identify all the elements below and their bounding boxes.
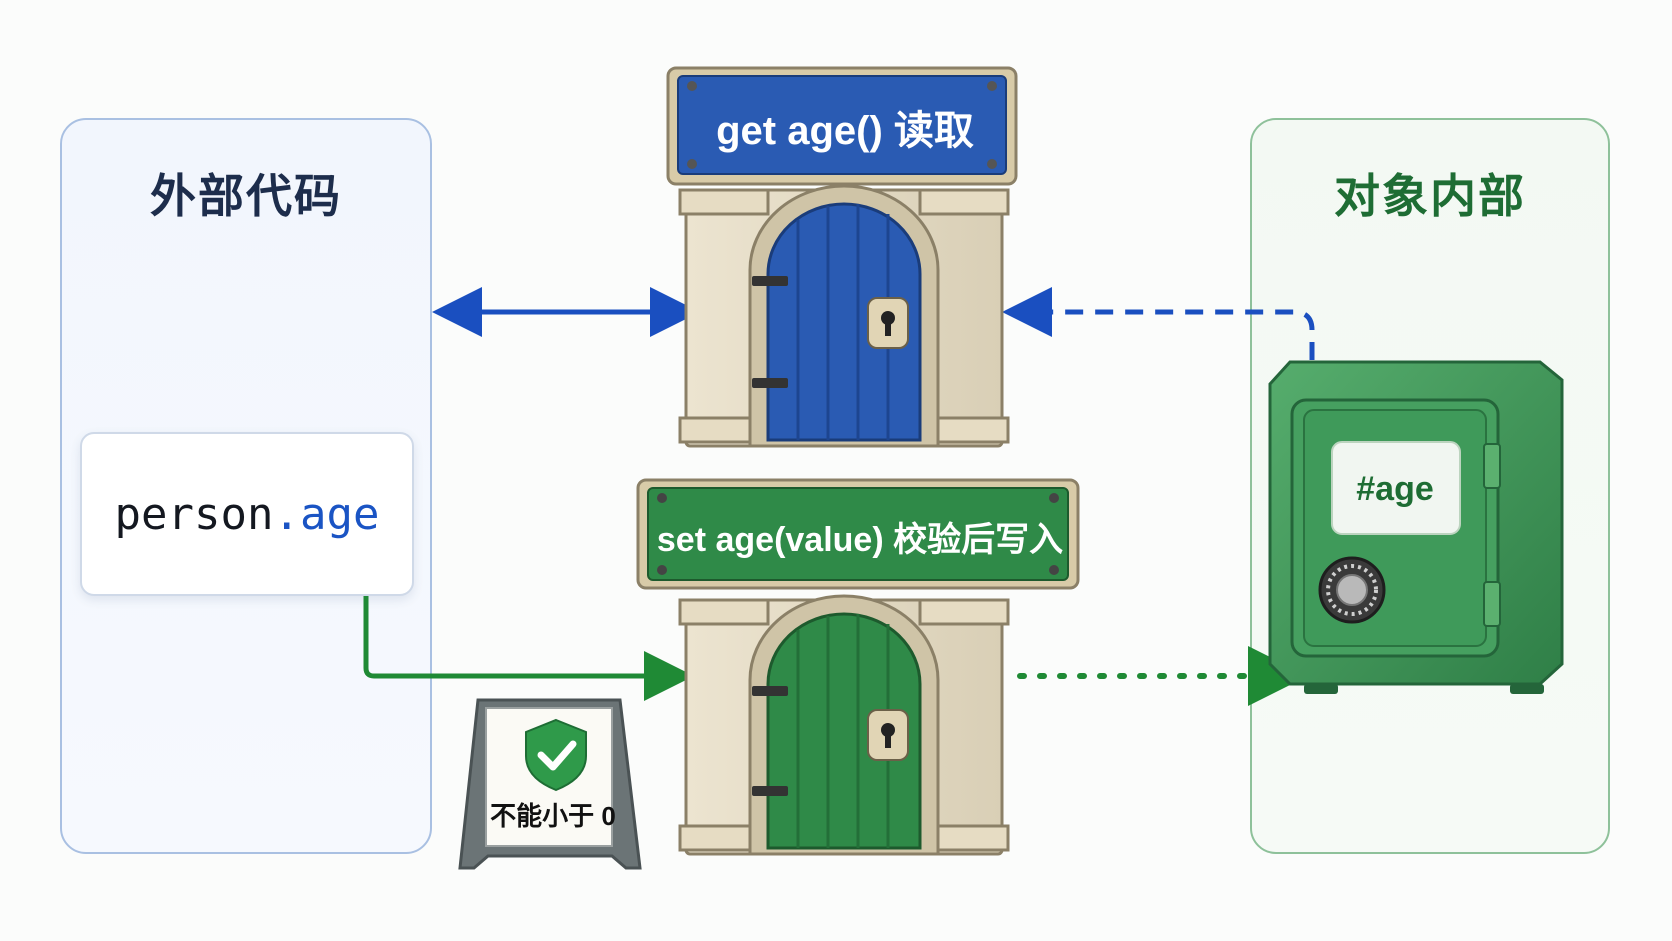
object-internal-title: 对象内部 — [1334, 169, 1526, 223]
setter-sign — [636, 478, 1080, 590]
getter-sign — [666, 66, 1018, 186]
shield-check-icon — [525, 718, 587, 792]
safe-box — [1268, 360, 1564, 694]
external-code-title: 外部代码 — [150, 169, 342, 223]
dial-icon — [1318, 556, 1386, 624]
getter-label: get age() 读取 — [716, 109, 974, 153]
getter-internal-arrow — [1002, 287, 1315, 360]
validation-sign — [458, 698, 642, 870]
setter-label: set age(value) 校验后写入 — [656, 521, 1064, 559]
code-property-name: .age — [273, 488, 380, 540]
code-object-name: person — [114, 488, 274, 540]
validation-rule-label: 不能小于 0 — [490, 801, 616, 831]
keyhole-icon — [867, 709, 909, 761]
write-arrow — [363, 596, 694, 701]
code-expression-box: person.age — [80, 432, 414, 596]
setter-gate — [678, 594, 1010, 856]
getter-gate — [678, 184, 1010, 448]
private-field-label: #age — [1356, 470, 1434, 508]
keyhole-icon — [867, 297, 909, 349]
